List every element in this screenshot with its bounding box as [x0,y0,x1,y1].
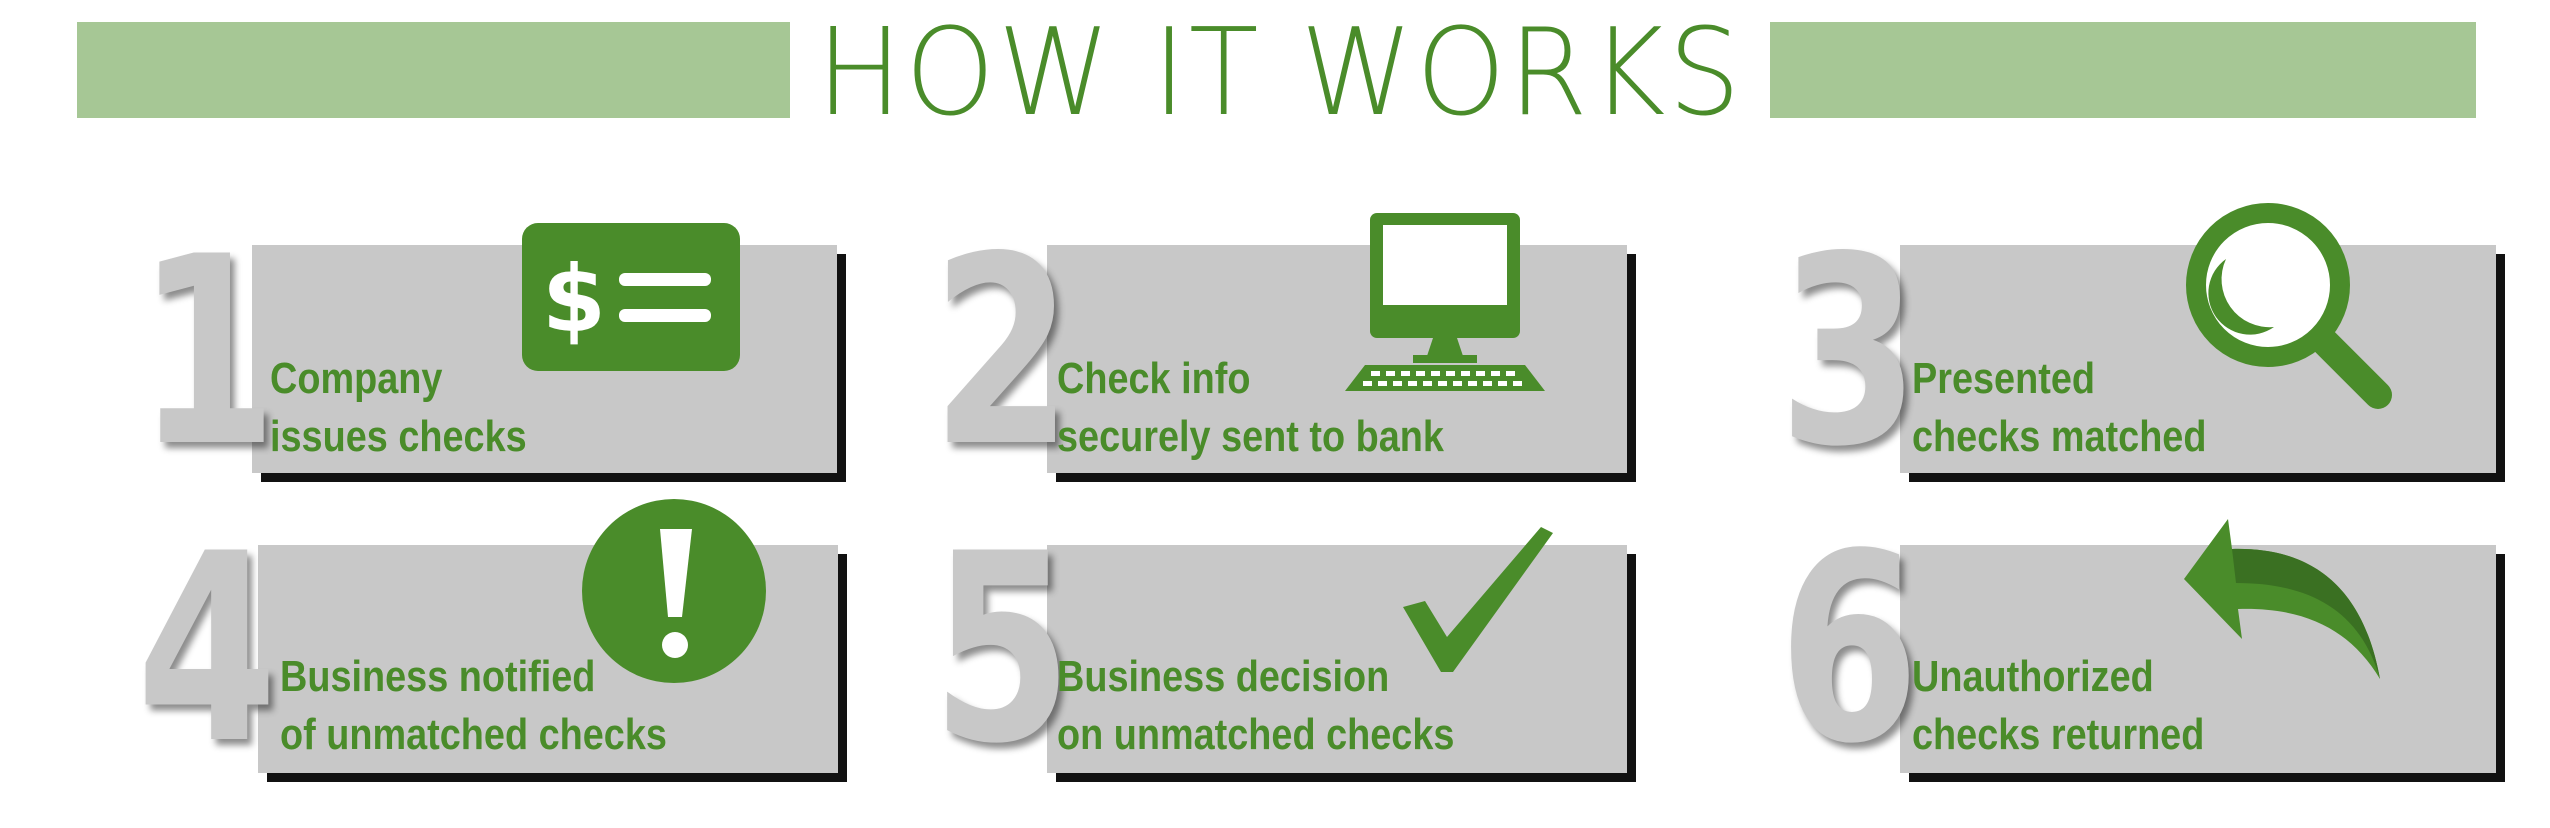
step-label: Unauthorized checks returned [1912,652,2205,759]
step-label: Presented checks matched [1912,354,2207,461]
checkmark-icon [1403,527,1553,672]
computer-icon [1345,213,1545,391]
step-3: 3 Presented checks matched [1762,202,2550,505]
step-label: Check info securely sent to bank [1057,354,1444,461]
step-5: 5 Business decision on unmatched checks [915,505,1715,805]
svg-text:$: $ [542,246,606,353]
step-label: Business notified of unmatched checks [280,652,667,759]
step-label: Company issues checks [270,354,527,461]
step-number: 1 [136,202,278,504]
magnifying-glass-icon [2186,203,2392,409]
exclamation-icon [582,499,766,683]
step-number: 2 [931,202,1073,504]
step-4: 4 Business notified of unmatched checks [120,499,920,805]
return-arrow-icon [2184,519,2380,679]
step-6: 6 Unauthorized checks returned [1762,505,2550,805]
step-2: 2 Check info securely sent to bank [915,205,1715,505]
title-banner-right [1770,22,2476,118]
step-box [1047,245,1627,473]
page-title: HOW IT WORKS [816,4,1744,143]
step-number: 5 [931,499,1073,801]
step-box [1047,545,1627,773]
step-number: 4 [136,499,278,801]
step-label: Business decision on unmatched checks [1057,652,1455,759]
step-number: 3 [1778,202,1920,504]
title-banner-left [77,22,790,118]
step-1: 1 Company issues checks $ [120,205,920,505]
dollar-check-icon: $ [522,223,740,371]
step-number: 6 [1778,499,1920,801]
